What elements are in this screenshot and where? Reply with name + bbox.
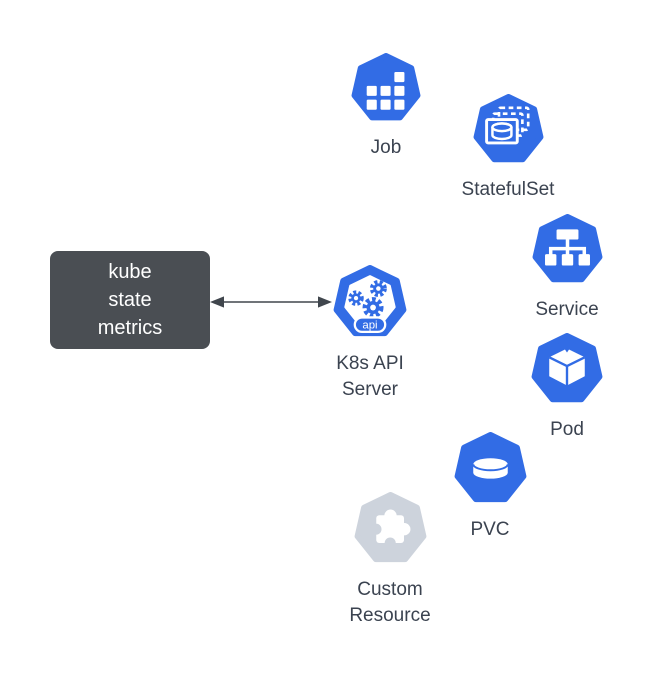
node-label: Custom Resource [349, 579, 431, 626]
node-pvc: PVC [415, 432, 565, 543]
node-label: K8s API Server [336, 353, 404, 400]
node-label: PVC [470, 519, 510, 540]
node-pod: Pod [492, 333, 642, 443]
statefulset-icon [473, 94, 543, 163]
api-badge-text: api [362, 320, 377, 332]
puzzle-piece-glyph [375, 509, 410, 543]
node-service: Service [492, 214, 642, 323]
node-label: Service [535, 299, 599, 320]
node-custom-resource: Custom Resource [315, 492, 465, 629]
api-badge [353, 316, 387, 334]
box-label-line-3: metrics [97, 317, 163, 339]
node-label: Pod [550, 419, 584, 440]
node-job: Job [311, 53, 461, 161]
custom-resource-icon [354, 492, 426, 563]
box-label-line-2: state [108, 289, 152, 311]
grid-glyph [366, 72, 405, 110]
arrowhead-right [318, 296, 332, 308]
node-label: StatefulSet [461, 179, 555, 200]
bidirectional-arrow [210, 296, 332, 308]
database-glyph [490, 122, 513, 141]
disk-glyph [472, 458, 508, 479]
arrowhead-left [210, 296, 224, 308]
pod-icon [531, 333, 603, 403]
job-icon [351, 53, 421, 121]
box-label-line-1: kube [108, 261, 152, 283]
node-label: Job [370, 137, 402, 158]
kube-state-metrics-box: kube state metrics [50, 251, 210, 349]
node-statefulset: StatefulSet [433, 94, 583, 203]
k8s-api-server-icon: api [333, 265, 407, 337]
pvc-icon [454, 432, 526, 503]
service-icon [532, 214, 602, 283]
gears-glyph [348, 280, 387, 319]
node-k8s-api-server: api K8s API Server [295, 265, 445, 403]
